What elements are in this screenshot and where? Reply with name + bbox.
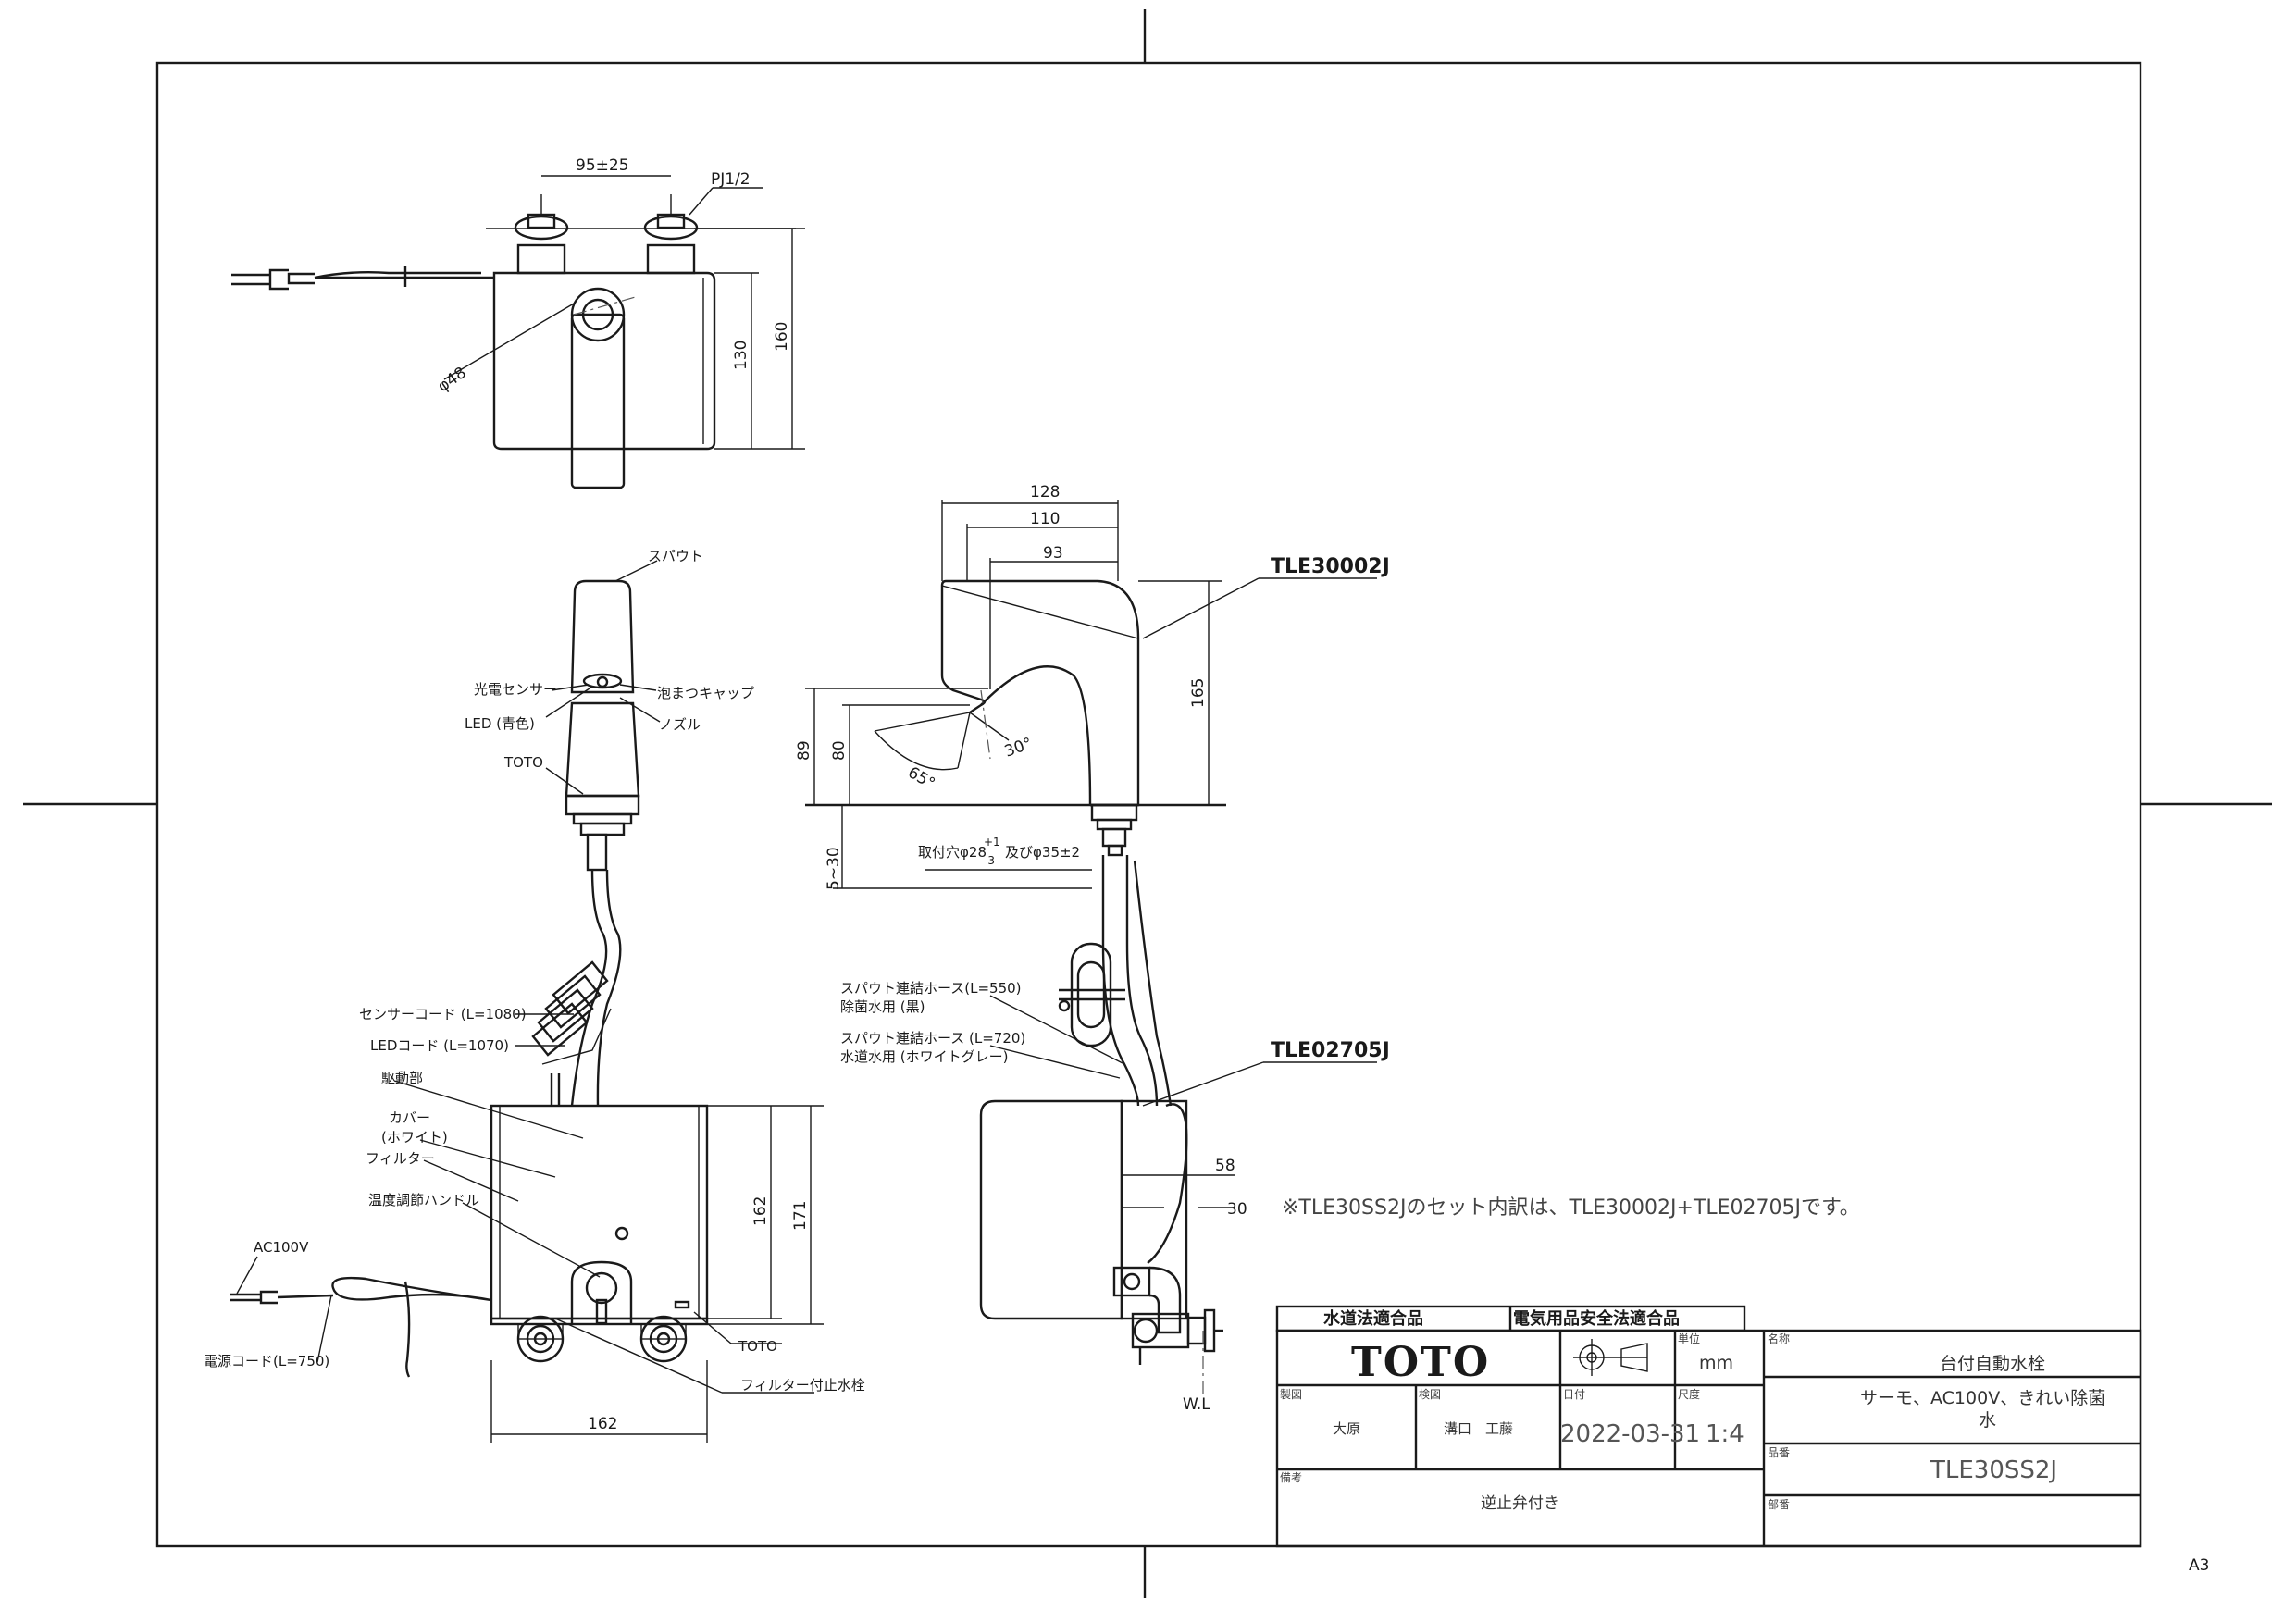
model-drive-unit: TLE02705J [1271, 1039, 1390, 1062]
label-temp-handle: 温度調節ハンドル [368, 1192, 479, 1208]
remark-label: 備考 [1280, 1470, 1302, 1484]
label-hose-tap: スパウト連結ホース (L=720) [840, 1030, 1025, 1047]
label-sensor: 光電センサー [474, 681, 557, 698]
label-water-line: W.L [1183, 1395, 1210, 1414]
label-hose-sanitizing-type: 除菌水用 (黒) [840, 998, 925, 1015]
dim-162-height: 162 [751, 1196, 770, 1226]
dim-spout-diameter: φ48 [434, 364, 469, 396]
scale-label: 尺度 [1678, 1387, 1700, 1401]
dim-hole-tol-down: -3 [984, 854, 995, 867]
code-label: 品番 [1768, 1446, 1790, 1459]
label-power-cord: 電源コード(L=750) [204, 1353, 329, 1369]
set-composition-note: ※TLE30SS2Jのセット内訳は、TLE30002J+TLE02705Jです。 [1282, 1196, 1860, 1220]
dim-hole-tail: 及びφ35±2 [1005, 844, 1080, 861]
toto-logo: TOTO [1351, 1339, 1490, 1386]
sheet-frame [23, 9, 2272, 1598]
side-view [805, 500, 1377, 1397]
product-spec-line2: 水 [1979, 1410, 1996, 1431]
model-faucet: TLE30002J [1271, 555, 1390, 578]
scale-value: 1:4 [1706, 1420, 1744, 1448]
label-toto-lower: TOTO [738, 1338, 777, 1355]
dim-58: 58 [1215, 1157, 1235, 1175]
unit-value: mm [1699, 1353, 1733, 1373]
product-name: 台付自動水栓 [1940, 1354, 2045, 1374]
label-led: LED (青色) [465, 715, 535, 732]
dim-89: 89 [795, 740, 813, 761]
dim-5-30: 5~30 [825, 847, 843, 890]
angle-65: 65° [905, 763, 938, 793]
part-label: 部番 [1768, 1497, 1790, 1511]
checked-by: 溝口 工藤 [1444, 1420, 1513, 1437]
title-block [1275, 1305, 2142, 1548]
dim-130: 130 [732, 341, 751, 370]
dim-160: 160 [773, 322, 791, 352]
label-filter: フィルター [366, 1150, 435, 1167]
label-cover: カバー [389, 1109, 430, 1126]
dim-thread: PJ1/2 [711, 170, 751, 189]
dim-30: 30 [1227, 1200, 1247, 1219]
dim-171: 171 [791, 1201, 810, 1231]
label-hose-sanitizing: スパウト連結ホース(L=550) [840, 980, 1022, 997]
dim-hole: 取付穴φ28 [918, 844, 987, 861]
date-label: 日付 [1563, 1388, 1585, 1401]
product-spec-line1: サーモ、AC100V、きれい除菌 [1860, 1388, 2105, 1408]
unit-label: 単位 [1678, 1332, 1700, 1345]
date-value: 2022-03-31 [1560, 1420, 1700, 1448]
label-stop-valve: フィルター付止水栓 [740, 1377, 865, 1394]
dim-128: 128 [1030, 483, 1060, 502]
label-spout: スパウト [648, 548, 703, 564]
dim-110: 110 [1030, 510, 1060, 528]
label-bubbler-cap: 泡まつキャップ [657, 685, 754, 701]
paper-size: A3 [2189, 1556, 2209, 1575]
badge-water-law: 水道法適合品 [1323, 1308, 1423, 1329]
label-nozzle: ノズル [659, 716, 701, 733]
label-hose-tap-type: 水道水用 (ホワイトグレー) [840, 1048, 1008, 1065]
drawn-label: 製図 [1280, 1388, 1302, 1401]
plan-view [231, 175, 805, 489]
label-sensor-cord: センサーコード (L=1080) [359, 1006, 527, 1022]
front-view [230, 560, 824, 1443]
drawn-by: 大原 [1333, 1420, 1360, 1437]
dim-80: 80 [830, 740, 849, 761]
badge-electrical-safety: 電気用品安全法適合品 [1513, 1308, 1680, 1329]
dim-inlet-spacing: 95±25 [576, 156, 629, 175]
label-toto-spout: TOTO [503, 754, 543, 771]
label-drive: 駆動部 [381, 1070, 423, 1086]
name-label: 名称 [1768, 1332, 1790, 1345]
dim-hole-tol-up: +1 [984, 836, 1000, 849]
dim-165: 165 [1189, 678, 1208, 708]
dim-162-width: 162 [588, 1415, 617, 1433]
remark: 逆止弁付き [1481, 1494, 1559, 1513]
product-code: TLE30SS2J [1930, 1456, 2057, 1484]
checked-label: 検図 [1419, 1388, 1441, 1401]
label-cover-color: (ホワイト) [381, 1129, 448, 1146]
label-ac100v: AC100V [254, 1239, 309, 1256]
label-led-cord: LEDコード (L=1070) [370, 1037, 509, 1054]
dim-93: 93 [1043, 544, 1063, 563]
